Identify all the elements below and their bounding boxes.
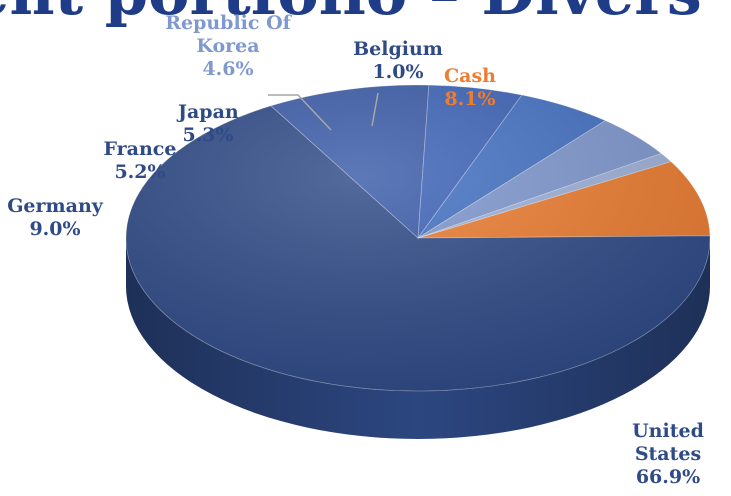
data-label-category: France [103, 138, 177, 160]
data-label-category: Cash [444, 65, 496, 87]
leader-line-republic-of-korea [268, 94, 332, 131]
data-label-value: 9.0% [29, 218, 81, 240]
data-label-value: 66.9% [635, 466, 701, 488]
data-label-category: Republic Of [165, 12, 291, 34]
data-label-category: Belgium [353, 38, 443, 60]
data-label-category: States [634, 443, 702, 465]
data-label-value: 5.2% [114, 161, 166, 183]
data-label-category: Japan [178, 101, 239, 123]
data-label-value: 1.0% [372, 61, 424, 83]
data-label-value: 4.6% [202, 58, 254, 80]
data-label-value: 5.3% [182, 124, 234, 146]
chart-title: ent portfolio – Divers [0, 0, 731, 24]
data-label-value: 8.1% [444, 88, 496, 110]
data-label-category: Korea [196, 35, 260, 57]
data-label-category: Germany [7, 195, 103, 217]
data-label-category: United [632, 420, 704, 442]
leader-line-belgium [371, 92, 379, 127]
